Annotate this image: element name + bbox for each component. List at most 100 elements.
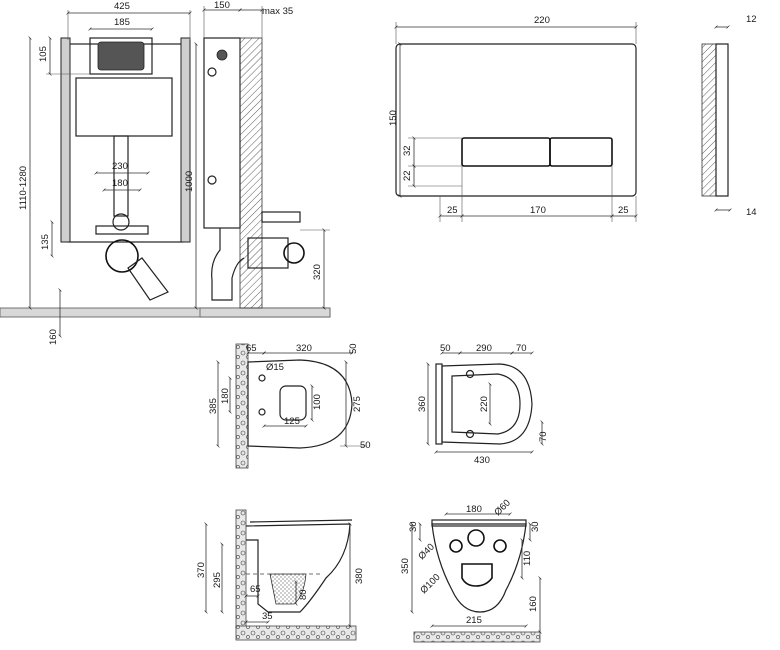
dim-top-d5: 220 [479, 396, 490, 412]
plate-profile [715, 43, 729, 197]
dim-rear-d10: 215 [466, 615, 482, 626]
dim-top-d2: 290 [476, 343, 492, 354]
outlet-pipe [127, 257, 169, 301]
bowl-wall [235, 343, 249, 469]
mount-bar [95, 225, 149, 235]
bolt-hole-bottom [258, 408, 266, 416]
dim-top-d4: 360 [417, 396, 428, 412]
dim-height-pipe: 320 [312, 264, 323, 280]
mount-knob [216, 49, 228, 61]
dim-bowl-d10: 50 [360, 440, 371, 451]
button-left [461, 137, 551, 167]
rear-top-rim [431, 519, 527, 527]
bowl-rear-view: 180 Ø60 30 30 Ø40 350 110 Ø100 160 215 [400, 498, 542, 643]
section-floor [235, 625, 357, 641]
section-outline [245, 523, 351, 613]
bolt-hole-top [258, 374, 266, 382]
rear-inlet [467, 529, 485, 547]
dim-section-d5: 65 [250, 584, 261, 595]
dim-rear-d8: Ø100 [418, 572, 442, 596]
dim-plate-height: 150 [388, 110, 399, 126]
dim-height-outlet: 135 [40, 234, 51, 250]
plate-wall [701, 43, 717, 197]
cistern-tank [75, 77, 173, 137]
outlet-elbow [105, 239, 139, 273]
dim-section-d1: 370 [196, 562, 207, 578]
side-post [203, 37, 241, 229]
dim-rear-d3: 30 [408, 521, 419, 532]
cistern-valve [97, 41, 145, 71]
dim-rear-d1: 180 [466, 504, 482, 515]
dim-bowl-d2: 320 [296, 343, 312, 354]
dim-height-frame: 1000 [184, 171, 195, 192]
section-seat [249, 519, 353, 523]
dim-bowl-d1: 65 [246, 343, 257, 354]
dim-top-d6: 70 [538, 431, 549, 442]
dim-left-margin: 25 [447, 205, 458, 216]
bowl-top-seat [451, 373, 521, 435]
dim-button-height: 32 [402, 145, 413, 156]
dim-bowl-d6: 180 [220, 388, 231, 404]
section-wall [235, 509, 247, 629]
dim-rear-d9: 160 [528, 596, 539, 612]
water-inlet [261, 211, 301, 223]
button-right [549, 137, 613, 167]
dim-button-width: 170 [530, 205, 546, 216]
dim-rear-d5: Ø40 [416, 542, 436, 562]
dim-section-d4: 80 [298, 589, 309, 600]
dim-bowl-d5: 385 [208, 398, 219, 414]
dim-plate-bottom: 14 [746, 207, 757, 218]
flush-plate-side: 12 14 [701, 14, 757, 218]
outlet-ring [112, 213, 130, 231]
dim-depth-max: max 35 [262, 6, 293, 17]
rear-outline [431, 523, 527, 613]
bowl-section-view: 370 295 380 80 65 35 [196, 509, 365, 641]
cistern-top-panel [89, 37, 153, 75]
drain-pipe [211, 228, 245, 301]
wall-section [239, 37, 263, 309]
dim-top-d3: 70 [516, 343, 527, 354]
dim-section-d3: 380 [354, 568, 365, 584]
seat-hinge-bottom [465, 429, 475, 439]
bowl-top-back [435, 363, 443, 445]
dim-bowl-d7: 100 [312, 394, 323, 410]
dim-section-d2: 295 [212, 572, 223, 588]
dim-right-margin: 25 [618, 205, 629, 216]
bowl-profile [247, 359, 353, 449]
dim-rear-d7: 110 [522, 551, 533, 566]
dim-height-top: 105 [38, 46, 49, 62]
dim-bottom-margin: 22 [402, 170, 413, 181]
bowl-inner [279, 385, 307, 421]
dim-bowl-d4: Ø15 [266, 362, 284, 373]
dim-height-range: 1110-1280 [18, 166, 29, 210]
dim-width-total: 425 [114, 1, 130, 12]
dim-floor-offset: 160 [48, 329, 59, 345]
dim-width-mount: 230 [112, 161, 128, 172]
rear-floor [413, 631, 541, 643]
dim-width-inner2: 180 [112, 178, 128, 189]
cistern-pipe [113, 135, 129, 217]
frame-side-view: 150 max 35 320 [199, 0, 331, 318]
flush-plate-front: 220 150 32 22 25 170 25 [388, 15, 638, 222]
dim-rear-d4: 30 [530, 521, 541, 532]
rear-hole-right [493, 539, 507, 553]
floor-slab-side [199, 307, 331, 318]
plate-outline [395, 43, 637, 197]
bowl-top-outline [441, 363, 533, 445]
drain-tube [247, 237, 289, 269]
side-hole-2 [207, 175, 217, 185]
dim-plate-top: 12 [746, 14, 757, 25]
dim-section-d6: 35 [262, 611, 273, 622]
frame-front-view: 425 185 105 230 180 1110-1280 1000 135 1… [0, 1, 331, 345]
dim-rear-d2: Ø60 [492, 498, 512, 518]
bowl-top-view: 50 290 70 360 220 70 430 [417, 343, 549, 466]
frame-post-right [180, 37, 191, 243]
dim-bowl-d3: 50 [348, 343, 359, 354]
frame-post-left [60, 37, 71, 243]
side-hole-1 [207, 67, 217, 77]
dim-bowl-d9: 125 [284, 416, 300, 427]
dim-depth: 150 [214, 0, 230, 11]
dim-bowl-d8: 275 [352, 396, 363, 412]
drain-outlet [283, 242, 305, 264]
